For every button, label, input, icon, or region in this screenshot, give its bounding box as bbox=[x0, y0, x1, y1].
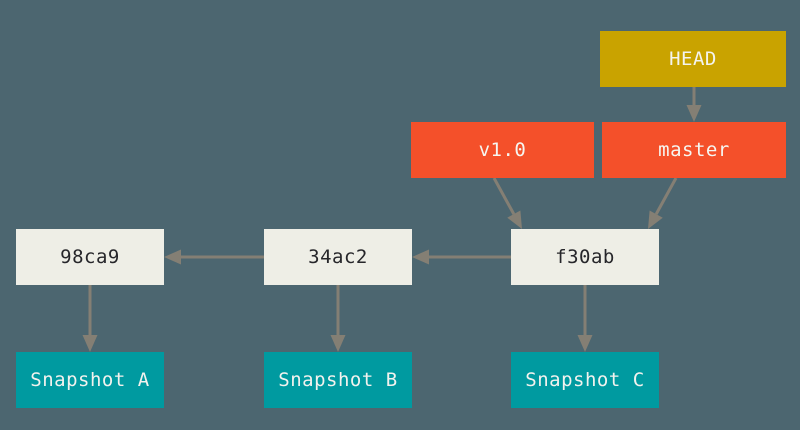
arrowhead-icon bbox=[412, 249, 429, 265]
node-snapshot-b[interactable]: Snapshot B bbox=[264, 352, 412, 408]
node-commit-f30ab[interactable]: f30ab bbox=[511, 229, 659, 285]
node-snapshot-c[interactable]: Snapshot C bbox=[511, 352, 659, 408]
node-label-v10: v1.0 bbox=[478, 138, 527, 161]
node-v10[interactable]: v1.0 bbox=[411, 122, 594, 178]
node-label-master: master bbox=[658, 138, 730, 161]
arrowhead-icon bbox=[164, 249, 181, 265]
arrowhead-icon bbox=[507, 210, 522, 229]
edge-f30ab-to-snapshot-c bbox=[577, 285, 593, 352]
edge-master-to-f30ab bbox=[648, 177, 678, 229]
node-label-snapshot-c: Snapshot C bbox=[525, 368, 645, 391]
arrowhead-icon bbox=[82, 335, 98, 352]
edge-34ac2-to-snapshot-b bbox=[330, 285, 346, 352]
node-master[interactable]: master bbox=[602, 122, 786, 178]
arrowhead-icon bbox=[330, 335, 346, 352]
node-label-snapshot-a: Snapshot A bbox=[30, 368, 150, 391]
node-commit-98ca9[interactable]: 98ca9 bbox=[16, 229, 164, 285]
edge-v10-to-f30ab bbox=[492, 177, 522, 229]
edge-shaft bbox=[654, 177, 678, 215]
edge-34ac2-to-98ca9 bbox=[164, 249, 264, 265]
node-commit-34ac2[interactable]: 34ac2 bbox=[264, 229, 412, 285]
node-label-commit-34ac2: 34ac2 bbox=[308, 245, 368, 268]
node-label-snapshot-b: Snapshot B bbox=[278, 368, 398, 391]
arrowhead-icon bbox=[577, 335, 593, 352]
arrowhead-icon bbox=[686, 105, 702, 122]
node-label-commit-98ca9: 98ca9 bbox=[60, 245, 120, 268]
node-snapshot-a[interactable]: Snapshot A bbox=[16, 352, 164, 408]
edge-shaft bbox=[492, 177, 516, 215]
edge-f30ab-to-34ac2 bbox=[412, 249, 511, 265]
node-label-head: HEAD bbox=[669, 47, 717, 70]
node-label-commit-f30ab: f30ab bbox=[555, 245, 615, 268]
edge-98ca9-to-snapshot-a bbox=[82, 285, 98, 352]
edge-head-to-master bbox=[686, 87, 702, 122]
node-head[interactable]: HEAD bbox=[600, 31, 786, 87]
arrowhead-icon bbox=[648, 210, 663, 229]
